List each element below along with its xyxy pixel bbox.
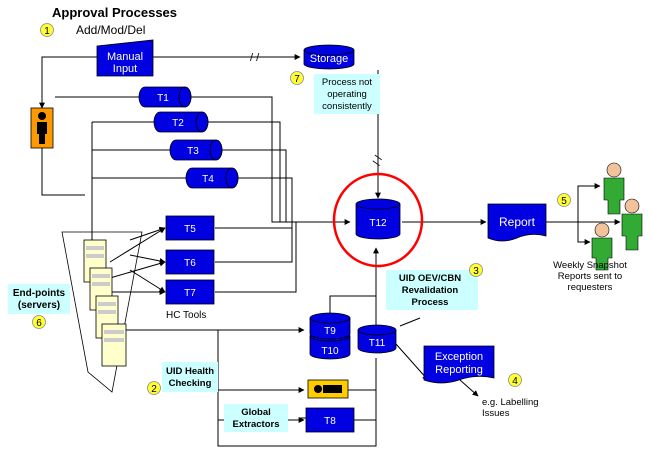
uid-revalidation-line-2: Revalidation — [402, 285, 459, 296]
table-t2-label: T2 — [172, 118, 184, 129]
uid-revalidation-line-1: UID OEV/CBN — [399, 273, 461, 284]
manual-input-line-2: Input — [113, 63, 137, 75]
uid-health-line-2: Checking — [169, 378, 212, 389]
table-t8 — [305, 407, 355, 433]
weekly-note-line-2: Reports sent to — [558, 271, 622, 282]
exception-report-line-2: Reporting — [435, 364, 483, 376]
person-icon — [603, 162, 625, 215]
diagram-title: Approval Processes — [52, 5, 177, 20]
process-note-box — [314, 74, 380, 114]
person-icon — [591, 222, 613, 271]
uid-revalidation-box — [386, 270, 478, 310]
diagram-subtitle: Add/Mod/Del — [76, 23, 145, 37]
hc-tools-label: HC Tools — [166, 310, 206, 321]
hc-table-t7-label: T7 — [184, 288, 196, 299]
badge-5-label: 5 — [561, 196, 567, 207]
global-extractors-line-1: Global — [241, 407, 271, 418]
table-t8-label: T8 — [324, 416, 336, 427]
table-t4 — [185, 167, 239, 189]
table-t9-label: T9 — [324, 326, 336, 337]
exception-report-line-1: Exception — [435, 351, 483, 363]
manager-icon — [30, 107, 54, 149]
badge-7-label: 7 — [294, 74, 300, 85]
hc-table-t5 — [165, 215, 215, 241]
global-extractors-box — [224, 404, 288, 432]
exception-report-document — [423, 345, 495, 384]
weekly-note-line-1: Weekly Snapshot — [553, 260, 627, 271]
table-t9 — [309, 312, 351, 340]
badge-1 — [40, 23, 54, 37]
badge-3 — [469, 263, 483, 277]
lying-person-icon — [307, 379, 349, 399]
badge-6 — [32, 315, 46, 329]
table-t11 — [357, 324, 397, 354]
manual-input-line-1: Manual — [107, 51, 143, 63]
global-extractors-line-2: Extractors — [233, 419, 280, 430]
badge-4 — [508, 373, 522, 387]
break-mark-storage: / / — [250, 52, 260, 64]
badge-2 — [147, 381, 161, 395]
highlight-circle — [332, 172, 424, 268]
manual-input-shape — [96, 39, 154, 77]
storage-label: Storage — [310, 53, 349, 65]
uid-health-line-1: UID Health — [166, 366, 214, 377]
server-icon — [61, 231, 143, 393]
endpoints-line-2: (servers) — [18, 300, 60, 311]
uid-revalidation-line-3: Process — [412, 297, 449, 308]
weekly-note-line-3: requesters — [568, 282, 613, 293]
table-t4-label: T4 — [202, 174, 214, 185]
badge-3-label: 3 — [473, 266, 479, 277]
hc-table-t5-label: T5 — [184, 224, 196, 235]
labelling-note-line-2: Issues — [482, 408, 510, 419]
endpoints-box — [8, 284, 70, 314]
table-t2 — [153, 111, 209, 133]
table-t10-label: T10 — [321, 346, 339, 357]
table-t12-label: T12 — [369, 218, 387, 229]
process-note-line-3: consistently — [322, 101, 372, 112]
badge-5 — [557, 193, 571, 207]
hc-table-t6 — [165, 249, 215, 275]
uid-health-box — [162, 362, 218, 392]
labelling-note-line-1: e.g. Labelling — [482, 397, 539, 408]
storage-cylinder — [303, 44, 355, 70]
table-t11-label: T11 — [369, 338, 386, 349]
table-t3-label: T3 — [187, 146, 199, 157]
hc-table-t6-label: T6 — [184, 258, 196, 269]
badge-7 — [290, 71, 304, 85]
person-icon — [621, 198, 643, 251]
table-t1-label: T1 — [157, 93, 169, 104]
hc-table-t7 — [165, 279, 215, 305]
badge-1-label: 1 — [44, 26, 50, 37]
connector-lines — [39, 54, 621, 447]
table-t1 — [138, 86, 192, 108]
process-note-line-2: operating — [327, 89, 367, 100]
table-t3 — [169, 139, 223, 161]
endpoints-line-1: End-points — [13, 288, 66, 299]
badge-6-label: 6 — [36, 318, 42, 329]
badge-2-label: 2 — [151, 384, 157, 395]
table-t12 — [355, 198, 401, 240]
report-document — [487, 203, 547, 242]
badge-4-label: 4 — [512, 376, 518, 387]
report-label: Report — [499, 215, 536, 229]
process-note-line-1: Process not — [322, 77, 373, 88]
